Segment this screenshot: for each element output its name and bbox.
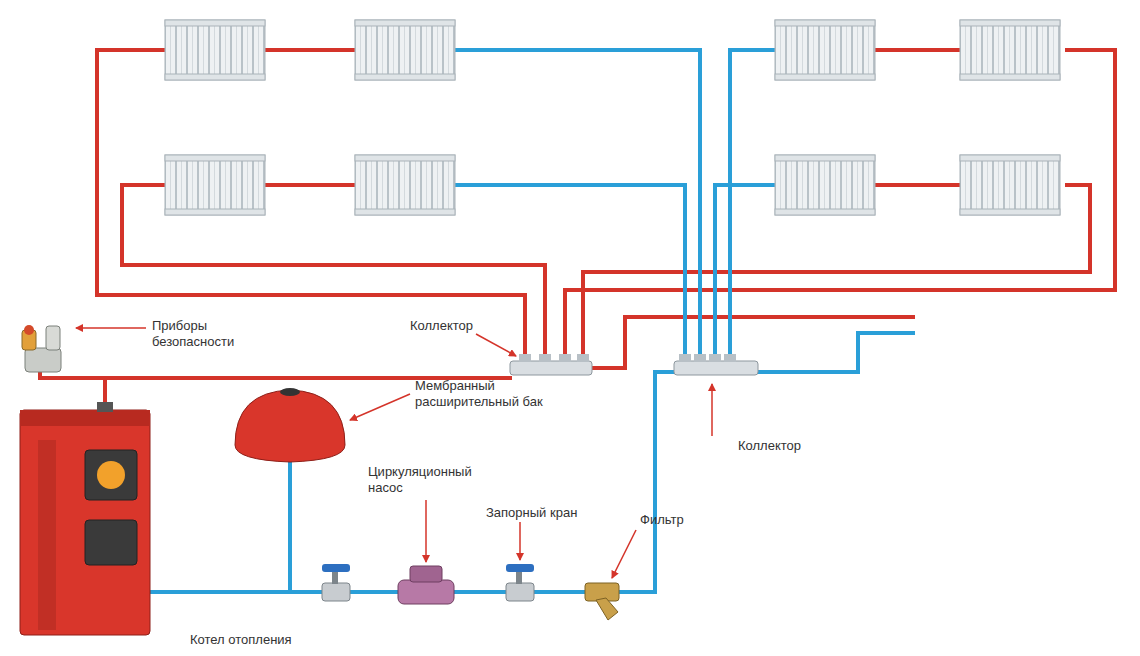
shutoff-valve	[322, 564, 350, 601]
callout-label: Фильтр	[640, 512, 710, 528]
callout-arrows	[76, 328, 712, 578]
boiler	[20, 402, 150, 635]
safety-devices	[22, 325, 61, 372]
expansion-tank	[235, 388, 345, 462]
callout-label: Коллектор	[738, 438, 828, 454]
filter	[585, 583, 619, 620]
callout-label: Приборы безопасности	[152, 318, 262, 349]
supply-pipes	[40, 50, 1115, 405]
circulation-pump	[398, 566, 454, 604]
return-pipes	[150, 50, 915, 592]
callout-label: Котел отопления	[190, 632, 350, 648]
shutoff-valve	[506, 564, 534, 601]
collector-return	[674, 354, 758, 375]
radiators	[165, 20, 1060, 215]
collector-supply	[510, 354, 592, 375]
callout-label: Циркуляционный насос	[368, 464, 488, 495]
callout-label: Коллектор	[410, 318, 500, 334]
callout-label: Мембранный расширительный бак	[415, 378, 575, 409]
callout-label: Запорный кран	[486, 505, 596, 521]
